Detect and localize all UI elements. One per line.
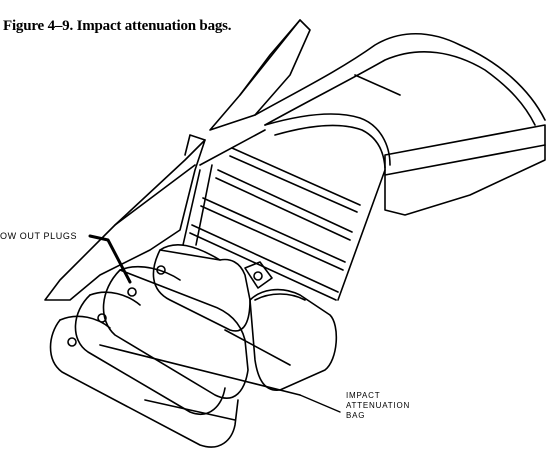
rung-1b — [229, 155, 358, 213]
bag-seam-1 — [99, 344, 301, 396]
bag-back-2 — [249, 288, 338, 391]
bag-front-3 — [49, 319, 239, 448]
top-fin — [209, 19, 311, 131]
top-fin-ridge — [239, 19, 301, 96]
bag-label-line-3: BAG — [346, 411, 366, 420]
bag-label-line-1: IMPACT — [346, 391, 381, 400]
bag-back-2-top — [254, 293, 306, 301]
hood-outer — [254, 32, 546, 121]
bag-label-line-2: ATTENUATION — [346, 401, 411, 410]
hood-rim — [264, 113, 391, 166]
bag-front-2-top — [89, 291, 141, 306]
right-panel — [384, 124, 546, 216]
rung-2b — [215, 177, 351, 241]
rung-3 — [202, 197, 346, 263]
hood-inner — [264, 51, 536, 126]
bag-back-1 — [152, 249, 251, 332]
hood-mid-line — [354, 74, 401, 96]
center-fitting-hole — [253, 271, 263, 281]
rung-3b — [200, 205, 344, 271]
left-panel-top-fin — [184, 134, 206, 156]
rung-2 — [217, 169, 353, 233]
frame-left-rail-2 — [195, 164, 213, 246]
bag-front-2 — [74, 294, 226, 415]
center-fitting — [244, 261, 273, 289]
bag-front-1 — [102, 269, 249, 399]
figure-caption: Figure 4–9. Impact attenuation bags. — [3, 18, 232, 34]
hood-rim-inner — [274, 124, 386, 169]
left-side-panel — [44, 139, 206, 301]
bag-label: IMPACT ATTENUATION BAG — [346, 391, 410, 421]
bag-back-1-top — [159, 244, 221, 261]
plug-2 — [127, 287, 137, 297]
bag-seam-3 — [224, 329, 291, 366]
plugs-leader-line — [88, 234, 132, 284]
right-panel-edge — [384, 144, 546, 176]
bag-front-3-top — [59, 315, 111, 329]
bag-front-1-top — [119, 266, 181, 281]
bag-leader-line — [299, 394, 341, 413]
frame-left-rail — [182, 169, 201, 246]
bag-seam-2 — [144, 399, 236, 421]
frame-right-rail — [337, 169, 386, 301]
rung-4 — [191, 224, 339, 293]
rung-1 — [231, 147, 361, 206]
plugs-label: OW OUT PLUGS — [0, 231, 78, 241]
plug-4 — [67, 337, 77, 347]
left-panel-inner-edge — [114, 164, 196, 226]
